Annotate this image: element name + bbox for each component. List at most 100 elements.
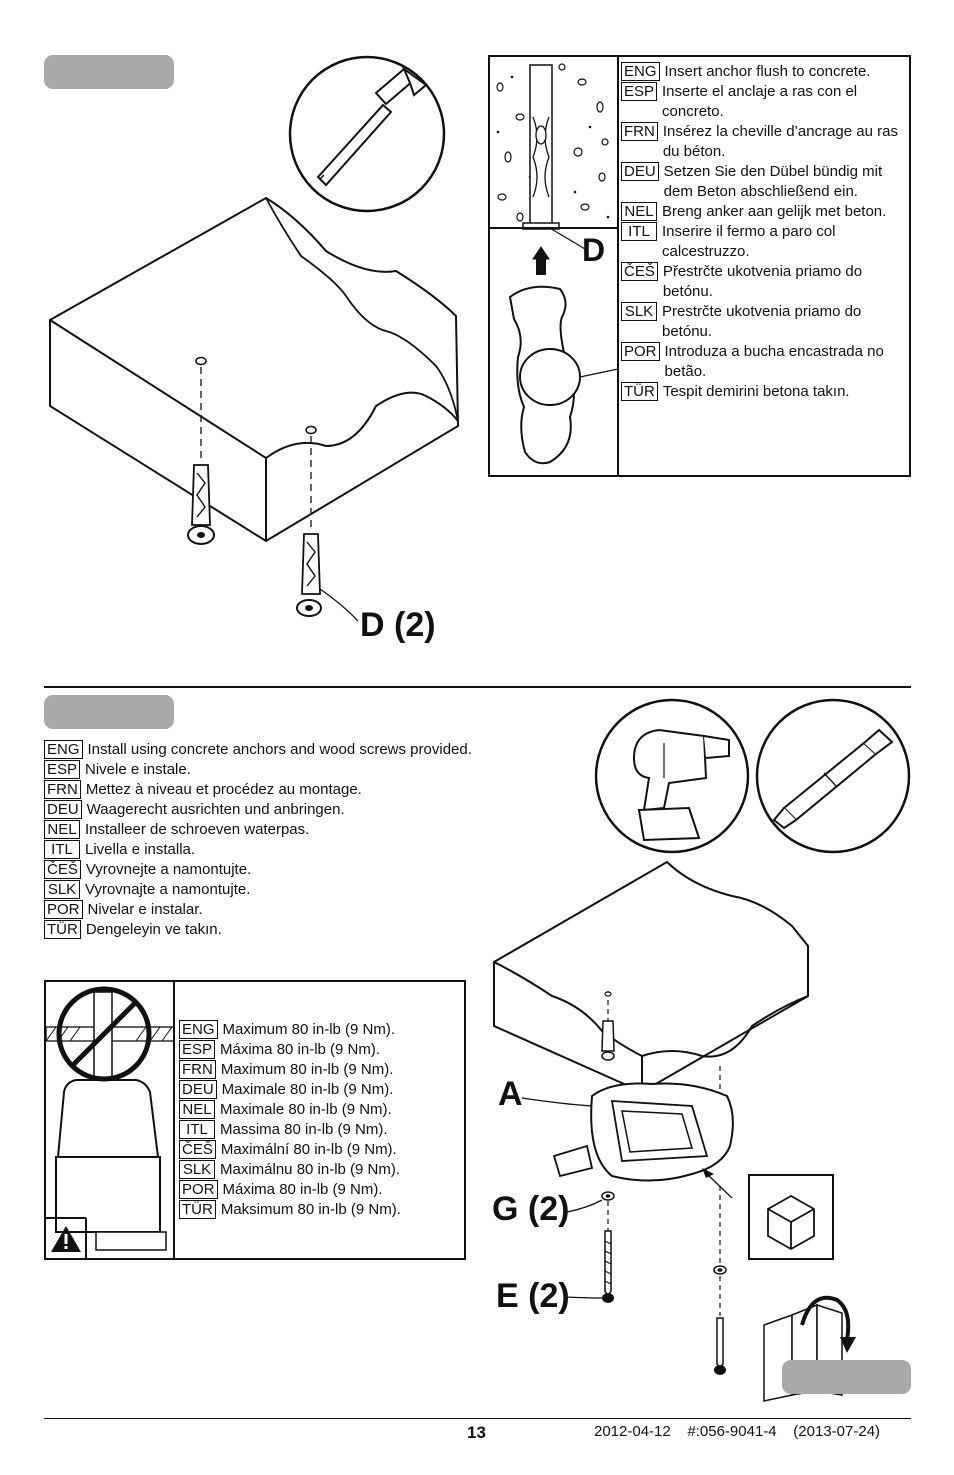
hammer-tool-illustration <box>288 55 446 213</box>
lang-code: SLK <box>179 1160 215 1179</box>
lang-code: ENG <box>621 62 660 81</box>
lang-code: ENG <box>179 1020 218 1039</box>
warn-text: Maximale 80 in-lb (9 Nm). <box>220 1101 392 1118</box>
instr-text: Vyrovnejte a namontujte. <box>85 861 252 878</box>
lang-code: ITL <box>179 1120 215 1139</box>
instr-row: SLK Vyrovnajte a namontujte. <box>44 880 564 900</box>
instr-text: Insérez la cheville d’ancrage au ras du … <box>662 123 898 160</box>
callout-a: A <box>498 1075 523 1113</box>
instr-text: Tespit demirini betona takın. <box>662 383 850 400</box>
warn-row: SLK Maximálnu 80 in-lb (9 Nm). <box>179 1160 459 1180</box>
anchor-in-concrete-diagram <box>490 57 619 465</box>
footer-rule <box>44 1418 911 1419</box>
instr-text: Waagerecht ausrichten und anbringen. <box>86 801 345 818</box>
warn-text: Maximálnu 80 in-lb (9 Nm). <box>220 1161 401 1178</box>
instr-text: Introduza a bucha encastrada no betão. <box>664 343 884 380</box>
warn-text: Massima 80 in-lb (9 Nm). <box>220 1121 388 1138</box>
lang-code: SLK <box>44 880 80 899</box>
instr-text: Dengeleyin ve takın. <box>85 921 222 938</box>
detail-label-d: D <box>582 232 606 268</box>
warning-divider <box>173 982 175 1258</box>
lang-code: DEU <box>44 800 82 819</box>
lang-code: POR <box>44 900 83 919</box>
instr-row: NEL Installeer de schroeven waterpas. <box>44 820 564 840</box>
step-header-pill-bottom <box>44 695 174 729</box>
step-header-pill-top <box>44 55 174 89</box>
lang-code: TÜR <box>44 920 81 939</box>
ceiling-block-with-mount <box>493 860 809 1375</box>
lang-code: POR <box>621 342 660 361</box>
instr-text: Inserire il fermo a paro col calcestruzz… <box>662 223 836 260</box>
instr-text: Nivelar e instalar. <box>87 901 203 918</box>
warn-text: Maksimum 80 in-lb (9 Nm). <box>220 1201 401 1218</box>
warn-row: NEL Maximale 80 in-lb (9 Nm). <box>179 1100 459 1120</box>
no-overtighten-diagram <box>45 986 175 1258</box>
warn-text: Máxima 80 in-lb (9 Nm). <box>222 1181 383 1198</box>
instr-text: Installeer de schroeven waterpas. <box>85 821 310 838</box>
driver-bit-illustration <box>755 698 911 854</box>
instr-text: Install using concrete anchors and wood … <box>87 741 472 758</box>
lang-code: NEL <box>44 820 80 839</box>
lang-code: DEU <box>621 162 659 181</box>
lang-code: TÜR <box>621 382 658 401</box>
lang-code: FRN <box>44 780 81 799</box>
next-page-pill <box>782 1360 911 1394</box>
warn-text: Máxima 80 in-lb (9 Nm). <box>220 1041 381 1058</box>
warn-text: Maximální 80 in-lb (9 Nm). <box>220 1141 397 1158</box>
instr-text: Setzen Sie den Dübel bündig mit dem Beto… <box>663 163 883 200</box>
instr-text: Přestrčte ukotvenia priamo do betónu. <box>662 263 863 300</box>
instr-text: Vyrovnajte a namontujte. <box>85 881 251 898</box>
warn-text: Maximum 80 in-lb (9 Nm). <box>220 1061 394 1078</box>
lang-code: ESP <box>621 82 658 101</box>
lang-code: POR <box>179 1180 218 1199</box>
lang-code: NEL <box>179 1100 215 1119</box>
callout-leader-d2 <box>319 588 359 622</box>
instr-text: Insert anchor flush to concrete. <box>664 63 871 80</box>
document-info: 2012-04-12 #:056-9041-4 (2013-07-24) <box>594 1423 881 1440</box>
lang-code: TÜR <box>179 1200 216 1219</box>
drill-tool-illustration <box>594 698 750 854</box>
warn-row: ITL Massima 80 in-lb (9 Nm). <box>179 1120 459 1140</box>
instr-text: Nivele e instale. <box>85 761 191 778</box>
lang-code: ENG <box>44 740 83 759</box>
page-number: 13 <box>467 1423 486 1442</box>
lang-code: ČEŠ <box>621 262 658 281</box>
instr-text: Breng anker aan gelijk met beton. <box>662 203 887 220</box>
callout-g-2: G (2) <box>492 1190 570 1228</box>
lang-code: SLK <box>621 302 657 321</box>
lang-code: ESP <box>44 760 81 779</box>
cube-reference-icon <box>748 1174 834 1260</box>
warn-text: Maximale 80 in-lb (9 Nm). <box>221 1081 394 1098</box>
lang-code: DEU <box>179 1080 217 1099</box>
instr-text: Mettez à niveau et procédez au montage. <box>85 781 362 798</box>
instr-text: Inserte el anclaje a ras con el concreto… <box>662 83 858 120</box>
lang-code: ČEŠ <box>179 1140 216 1159</box>
lang-code: ITL <box>44 840 80 859</box>
